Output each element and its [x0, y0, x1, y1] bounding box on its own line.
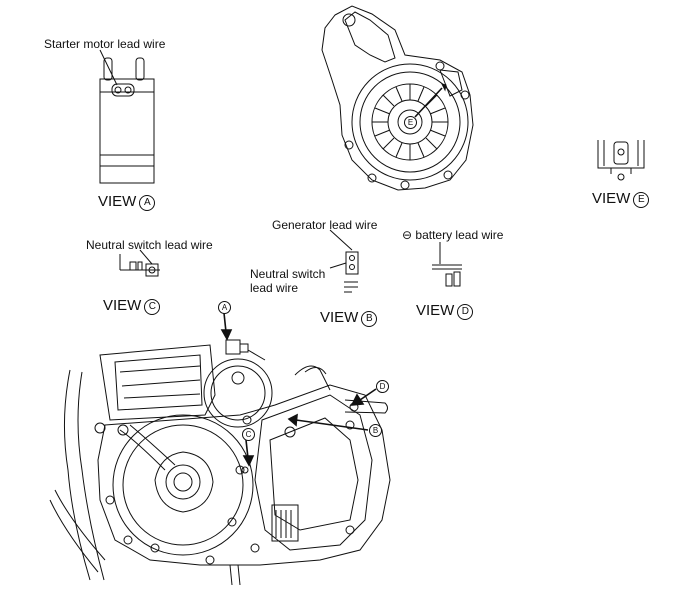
view-b-letter: B [361, 311, 378, 327]
callout-arrows [220, 312, 377, 467]
view-word: VIEW [592, 190, 631, 207]
callout-a: A [218, 301, 231, 314]
neutral-switch-lead-wire-c-label: Neutral switch lead wire [86, 238, 213, 252]
view-a-letter: A [139, 195, 156, 211]
view-d-letter: D [457, 304, 474, 320]
starter-motor-lead-wire-label: Starter motor lead wire [44, 37, 166, 51]
view-c-detail-drawing [119, 249, 160, 277]
view-word: VIEW [416, 302, 455, 319]
view-b-detail-drawing [329, 229, 359, 293]
neutral-switch-lead-wire-b-label-line2: lead wire [250, 281, 299, 295]
minus-sign: ⊖ [402, 228, 413, 242]
generator-lead-wire-label: Generator lead wire [272, 218, 378, 232]
view-d-detail-drawing [432, 242, 462, 287]
neutral-switch-lead-wire-b-label-line1: Neutral switch [250, 267, 326, 281]
view-word: VIEW [98, 193, 137, 210]
callout-d: D [376, 380, 389, 393]
generator-cover-drawing [321, 5, 474, 191]
battery-lead-wire-label: ⊖ battery lead wire [402, 228, 503, 242]
callout-e: E [404, 116, 417, 129]
view-c-letter: C [144, 299, 161, 315]
battery-lead-wire-text: battery lead wire [415, 228, 504, 242]
view-e-detail-drawing [597, 140, 645, 181]
view-word: VIEW [320, 309, 359, 326]
view-e-letter: E [633, 192, 650, 208]
callout-b: B [369, 424, 382, 437]
callout-c: C [242, 428, 255, 441]
view-word: VIEW [103, 297, 142, 314]
engine-drawing [49, 339, 391, 586]
starter-motor-drawing [99, 49, 155, 184]
